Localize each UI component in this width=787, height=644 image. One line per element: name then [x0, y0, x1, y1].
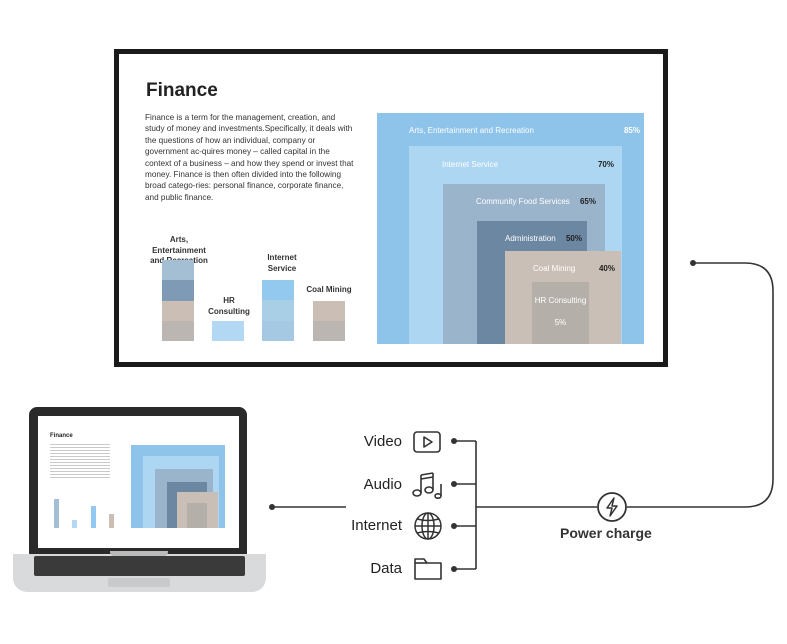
laptop-stair-6: [187, 503, 207, 528]
internet-label: Internet: [351, 517, 402, 534]
laptop-screen: Finance: [38, 416, 239, 548]
stair-label-community: Community Food Services: [476, 197, 570, 206]
stair-label-administration: Administration: [505, 234, 556, 243]
audio-label: Audio: [363, 476, 402, 493]
stair-pct-internet: 70%: [597, 160, 614, 169]
laptop-title: Finance: [50, 433, 73, 439]
mini-label-coal: Coal Mining: [306, 285, 352, 294]
lightning-bolt-icon: [597, 492, 627, 522]
mini-bar-internet: [262, 280, 294, 341]
data-label: Data: [370, 560, 402, 577]
video-label: Video: [363, 433, 402, 450]
display-title: Finance: [146, 80, 218, 101]
mini-bar-hr: [212, 321, 244, 341]
laptop-hinge: [110, 551, 168, 556]
display-paragraph: Finance is a term for the management, cr…: [145, 113, 354, 202]
laptop-keyboard: [34, 556, 245, 576]
stair-label-arts: Arts, Entertainment and Recreation: [409, 126, 534, 135]
folder-icon: [414, 558, 442, 580]
mini-label-internet: Internet Service: [267, 253, 297, 273]
stair-label-hr: HR Consulting: [534, 296, 587, 305]
laptop-mini-bar-coal: [109, 514, 114, 528]
stair-pct-coal: 40%: [598, 264, 615, 273]
mini-bar-arts: [162, 260, 194, 341]
laptop-mini-bar-arts: [54, 499, 59, 528]
music-notes-icon: [412, 472, 442, 499]
power-charge-label: Power charge: [560, 525, 652, 541]
video-play-icon: [413, 431, 441, 453]
laptop-mini-bar-hr: [72, 520, 77, 528]
laptop-mini-bar-internet: [91, 506, 96, 528]
stair-pct-community: 65%: [579, 197, 596, 206]
mini-bar-coal: [313, 301, 345, 341]
mini-label-hr: HR Consulting: [208, 296, 250, 316]
display-screen: Finance Finance is a term for the manage…: [119, 54, 663, 362]
stair-pct-arts: 85%: [623, 126, 640, 135]
globe-icon: [414, 512, 442, 540]
stair-label-internet: Internet Service: [442, 160, 499, 169]
stair-hr: HR Consulting 5%: [532, 282, 589, 344]
laptop-trackpad: [108, 578, 170, 587]
stair-pct-hr: 5%: [554, 318, 567, 327]
stair-pct-administration: 50%: [565, 234, 582, 243]
stair-label-coal: Coal Mining: [533, 264, 576, 273]
display-monitor: Finance Finance is a term for the manage…: [114, 49, 668, 367]
laptop-paragraph: [50, 444, 110, 478]
